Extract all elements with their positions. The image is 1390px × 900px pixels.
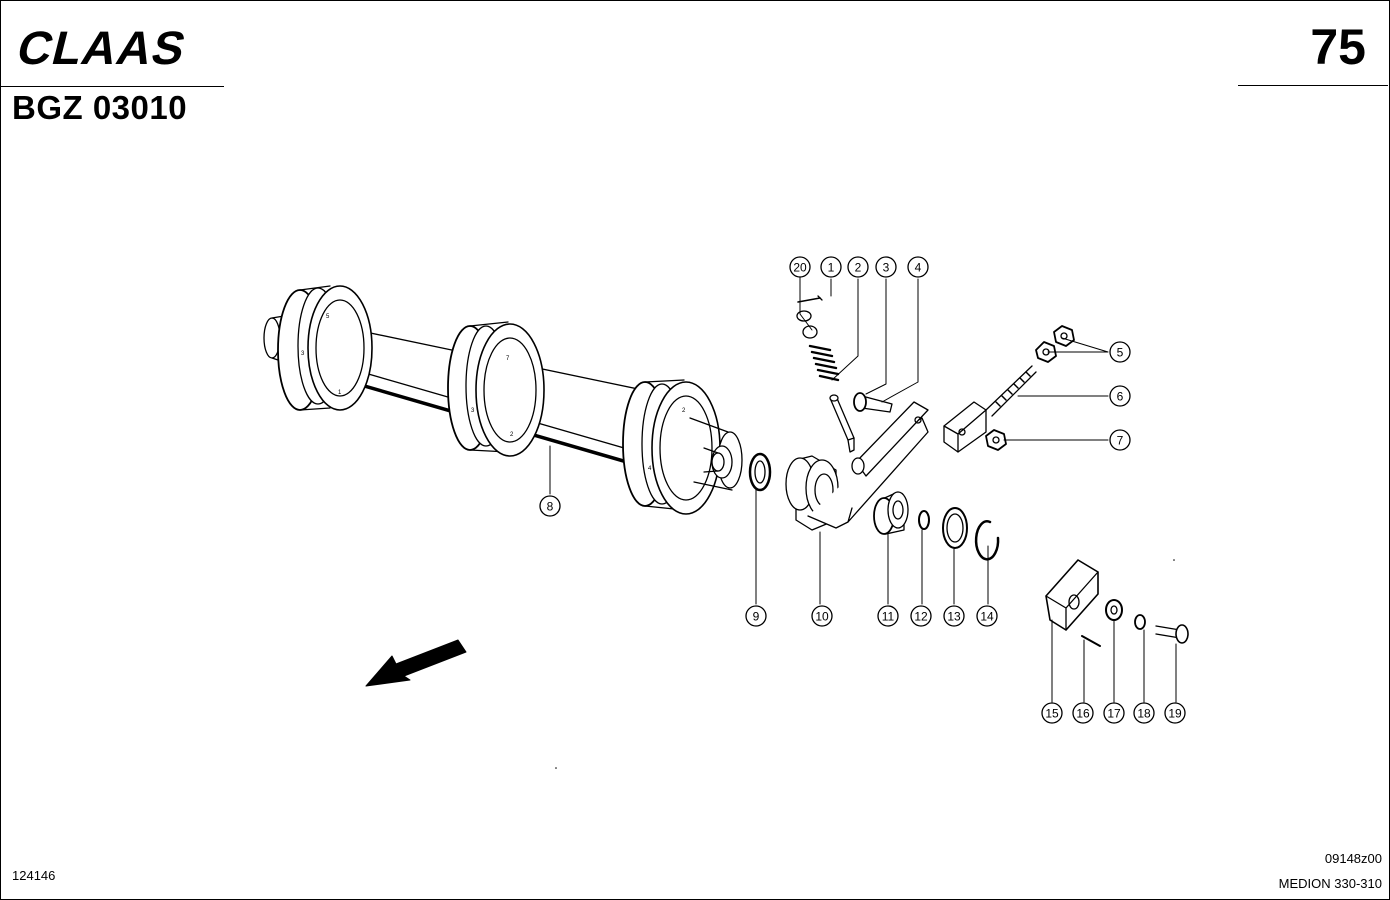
callout-6: 6 [1109,385,1131,407]
callout-14: 14 [976,605,998,627]
pin-3 [829,394,855,453]
callout-11: 11 [877,605,899,627]
bolt-4 [853,392,893,413]
callout-18: 18 [1133,702,1155,724]
svg-text:2: 2 [510,432,514,438]
callout-19: 19 [1164,702,1186,724]
callout-17: 17 [1103,702,1125,724]
callout-5: 5 [1109,341,1131,363]
shaft-assembly: 5 3 1 7 3 2 2 4 [263,285,743,515]
svg-text:4: 4 [648,466,652,472]
svg-text:16: 16 [1076,707,1090,721]
svg-text:20: 20 [793,261,807,275]
circlip-13 [942,507,968,549]
svg-text:8: 8 [547,500,554,514]
callout-9: 9 [745,605,767,627]
drawing-code: BGZ 03010 [12,89,188,126]
svg-text:14: 14 [980,610,994,624]
callout-2: 2 [847,256,869,278]
washer-17 [1105,599,1123,621]
callout-4: 4 [907,256,929,278]
block-15 [1045,559,1099,631]
svg-text:2: 2 [855,261,862,275]
bolt-19 [1155,624,1189,644]
ring-part-12 [918,510,930,530]
svg-text:18: 18 [1137,707,1151,721]
svg-text:4: 4 [915,261,922,275]
circlip-14 [974,520,1000,561]
page-number: 75 [1310,19,1366,75]
svg-text:15: 15 [1045,707,1059,721]
callout-15: 15 [1041,702,1063,724]
svg-text:9: 9 [753,610,760,624]
nut-7 [985,429,1007,451]
bearing-housing-10 [785,401,929,531]
page-number-rule [1238,85,1388,86]
svg-text:5: 5 [1117,346,1124,360]
svg-text:10: 10 [815,610,829,624]
svg-text:12: 12 [914,610,928,624]
print-speck [555,767,557,769]
direction-arrow-icon [365,639,467,687]
svg-text:19: 19 [1168,707,1182,721]
pin-1 [797,295,823,303]
pin-16 [1081,635,1101,647]
brand-text: CLAAS [14,26,192,68]
machine-model: MEDION 330-310 [1278,876,1382,891]
reference-code: 09148z00 [1324,851,1382,866]
bearing-11 [873,491,909,535]
threaded-rod-6 [943,365,1037,453]
svg-text:5: 5 [326,314,330,320]
brand-rule [0,86,224,87]
svg-text:6: 6 [1117,390,1124,404]
callout-1: 1 [820,256,842,278]
callout-12: 12 [910,605,932,627]
spring-2 [808,344,840,382]
svg-text:7: 7 [506,356,510,362]
print-speck [1173,559,1175,561]
washer-18 [1134,614,1146,630]
leader-lines [549,276,1177,703]
svg-text:3: 3 [883,261,890,275]
svg-text:11: 11 [882,610,895,624]
callout-3: 3 [875,256,897,278]
callout-7: 7 [1109,429,1131,451]
washer-20b [802,325,818,339]
svg-text:1: 1 [828,261,835,275]
nut-5 [1035,325,1075,363]
svg-text:2: 2 [682,408,686,414]
callout-8: 8 [539,495,561,517]
callout-13: 13 [943,605,965,627]
callout-10: 10 [811,605,833,627]
svg-text:3: 3 [301,351,305,357]
callout-16: 16 [1072,702,1094,724]
svg-text:7: 7 [1117,434,1124,448]
washer-20a [796,310,812,322]
svg-text:3: 3 [471,408,475,414]
svg-text:17: 17 [1107,707,1121,721]
ring-part-9 [748,452,772,492]
document-number: 124146 [12,868,56,883]
svg-text:1: 1 [338,390,342,396]
claas-logo: CLAAS [14,26,192,68]
svg-text:13: 13 [947,610,961,624]
callout-20: 20 [789,256,811,278]
